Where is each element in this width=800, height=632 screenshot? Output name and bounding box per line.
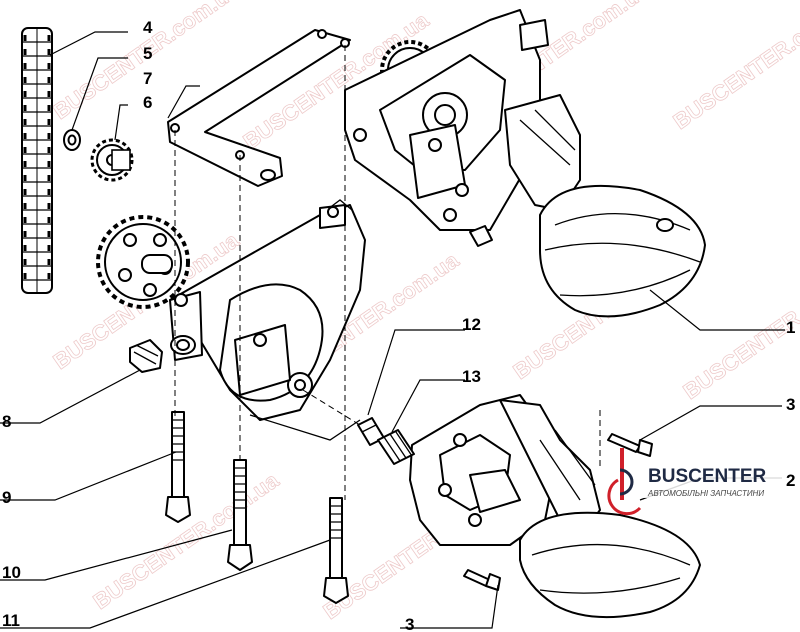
callout-3: 3 [405, 615, 414, 632]
callout-1: 1 [786, 318, 795, 337]
washer [63, 129, 81, 151]
pump-drive-sprocket [96, 215, 190, 309]
plug [129, 339, 163, 373]
assembly-guide-lines [174, 45, 601, 500]
buscenter-logo: BUSCENTER АВТОМОБІЛЬНІ ЗАПЧАСТИНИ [607, 448, 785, 516]
callout-7: 7 [143, 69, 152, 88]
screw-3-upper [607, 433, 653, 457]
callout-4: 4 [143, 18, 153, 37]
logo-name: BUSCENTER [648, 466, 767, 487]
bracket [167, 29, 351, 187]
callout-8: 8 [2, 412, 11, 431]
timing-chain [21, 27, 53, 294]
callout-12: 12 [462, 315, 481, 334]
oil-pump-assembly-lower [409, 394, 701, 619]
callout-2: 2 [786, 471, 795, 490]
relief-valve-spring [377, 429, 415, 465]
screw-3-lower [463, 569, 501, 591]
oil-pump-assembly-upper [344, 9, 706, 318]
callout-6: 6 [143, 93, 152, 112]
bolt-11 [323, 497, 349, 604]
small-sprocket [90, 138, 134, 182]
oil-pump-body [169, 199, 366, 441]
bolt-9 [165, 411, 191, 523]
callout-3: 3 [786, 395, 795, 414]
callout-13: 13 [462, 367, 481, 386]
watermark-text: BUSCENTER.com.ua [669, 0, 800, 134]
callout-11: 11 [2, 611, 20, 630]
callout-10: 10 [2, 563, 21, 582]
logo-tagline: АВТОМОБІЛЬНІ ЗАПЧАСТИНИ [647, 489, 764, 498]
callout-9: 9 [2, 488, 11, 507]
watermark-text: BUSCENTER.com.ua [89, 467, 284, 614]
callout-labels: 4 5 6 7 8 9 10 11 12 13 1 3 2 3 [2, 18, 795, 632]
leader-lines [0, 31, 785, 629]
callout-5: 5 [143, 44, 152, 63]
